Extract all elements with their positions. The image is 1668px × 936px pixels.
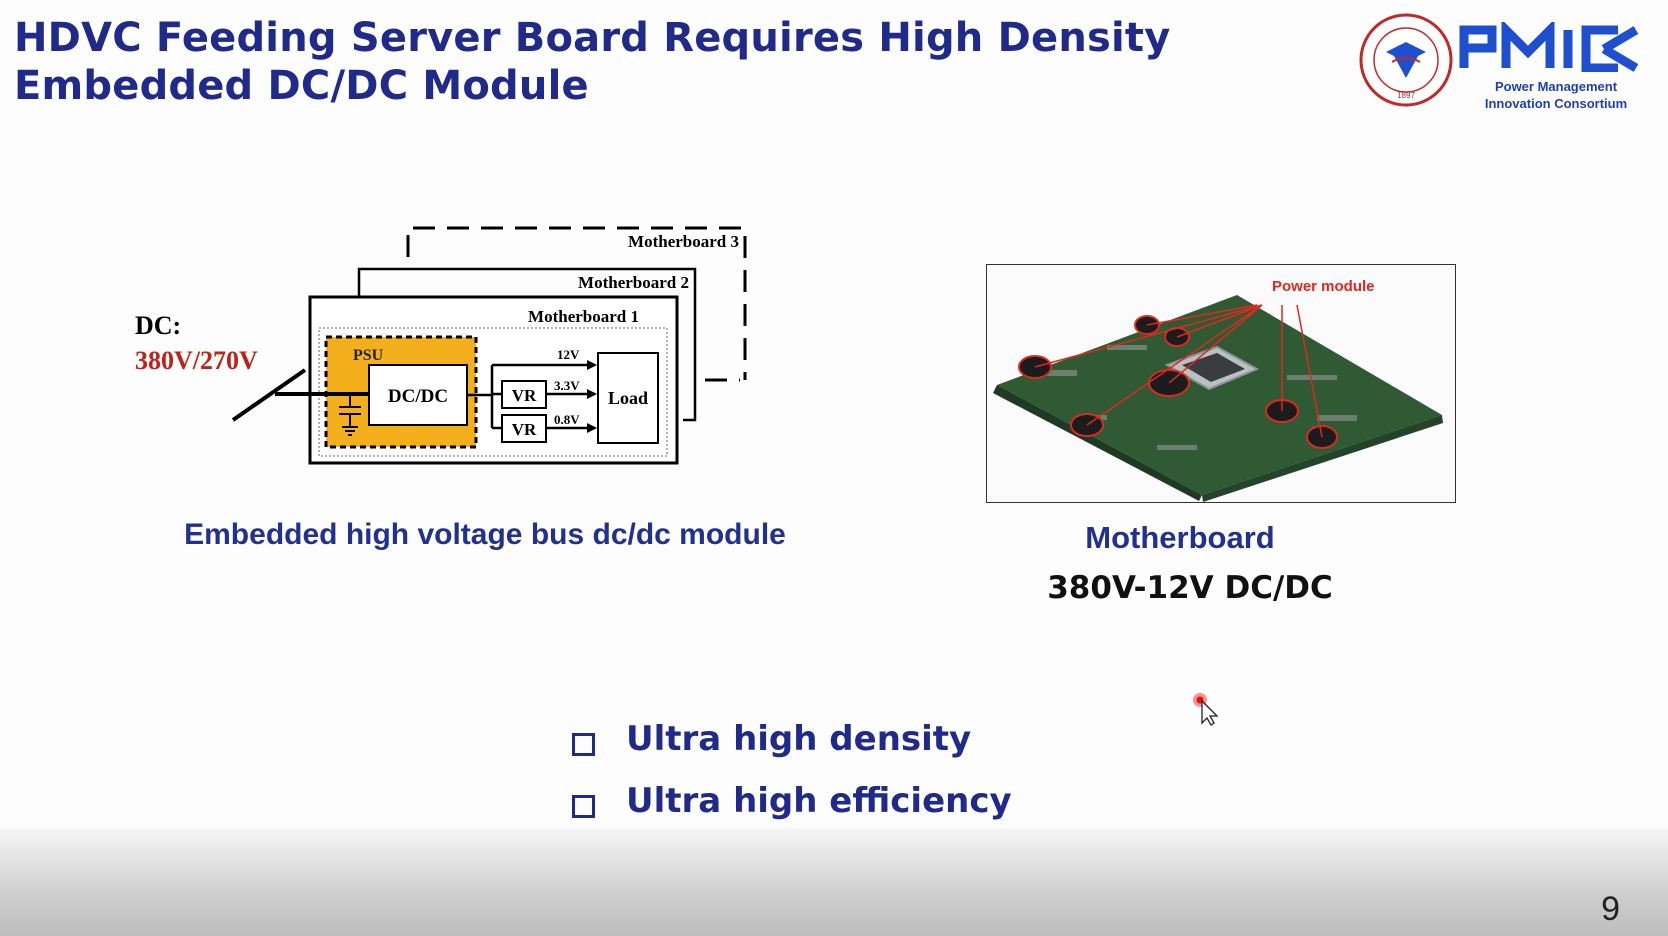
output-wiring [467, 363, 595, 430]
logo-area: 1897 Power Management Innovation Consort… [1358, 12, 1648, 112]
motherboard-3-label: Motherboard 3 [628, 232, 739, 251]
photo-caption-title: Motherboard [1085, 520, 1275, 555]
list-item: Ultra high density [572, 719, 1092, 784]
dcdc-label: DC/DC [388, 386, 448, 407]
annotation-lines [1034, 304, 1323, 438]
vr-block-2 [501, 414, 547, 443]
motherboard-2-outline [357, 267, 697, 422]
load-block [597, 352, 659, 444]
vr-label-2: VR [512, 420, 537, 439]
motherboard-1-label: Motherboard 1 [528, 307, 639, 326]
footer-band [0, 828, 1668, 936]
bullet-list: Ultra high density Ultra high efficiency [572, 719, 1092, 846]
bullet-square-icon [572, 733, 595, 756]
input-label: DC: [135, 311, 181, 340]
diagram-caption: Embedded high voltage bus dc/dc module [184, 518, 786, 551]
logo-subtitle-line1: Power Management [1494, 79, 1618, 94]
logo-subtitle-line2: Innovation Consortium [1484, 96, 1628, 111]
motherboard-photo: Power module [986, 264, 1456, 503]
motherboard-2-label: Motherboard 2 [578, 273, 689, 292]
vr-label-1: VR [512, 386, 537, 405]
output-arrows [587, 360, 597, 433]
page-number: 9 [1601, 890, 1620, 928]
motherboard-image: Power module [987, 265, 1455, 502]
logo-subtitle: Power Management Innovation Consortium [1466, 78, 1646, 112]
bullet-text: Ultra high efficiency [626, 781, 1012, 821]
laser-pointer-cursor-icon [1193, 693, 1219, 726]
rail-3v3-label: 3.3V [554, 378, 580, 393]
vr-block-1 [501, 380, 547, 409]
slide-title: HDVC Feeding Server Board Requires High … [14, 15, 1171, 109]
input-value: 380V/270V [135, 346, 258, 375]
bullet-square-icon [572, 795, 595, 818]
photo-caption-subtitle: 380V-12V DC/DC [1047, 570, 1333, 606]
pmic-logo-icon [1459, 22, 1639, 72]
psu-label: PSU [353, 347, 384, 364]
list-item: Ultra high efficiency [572, 781, 1092, 846]
input-bus-line [231, 368, 369, 422]
motherboard-3-outline [406, 226, 747, 382]
university-seal-icon: 1897 [1359, 13, 1453, 107]
capacitor-icon [339, 394, 361, 436]
rail-0v8-label: 0.8V [554, 412, 580, 427]
bullet-text: Ultra high density [626, 719, 972, 759]
load-label: Load [608, 388, 648, 408]
block-diagram: Motherboard 3 Motherboard 2 Motherboard … [135, 226, 747, 465]
power-module-annotation: Power module [1272, 278, 1375, 295]
rail-12v-label: 12V [557, 347, 580, 362]
seal-year: 1897 [1397, 91, 1415, 100]
